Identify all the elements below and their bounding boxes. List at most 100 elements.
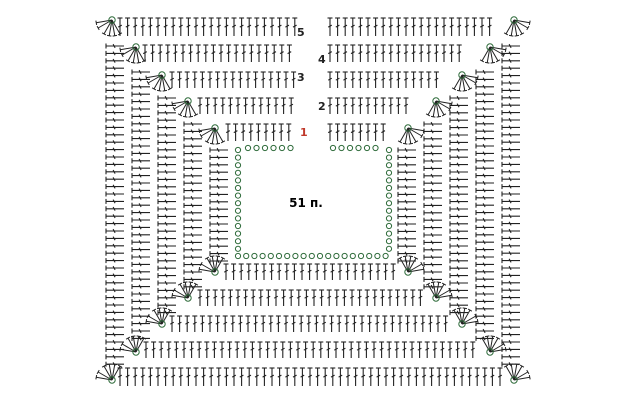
left-stitch-row-3 [157, 258, 176, 264]
corner-fan-stitch [397, 256, 409, 273]
right-stitch-row-4 [475, 121, 494, 127]
right-stitch-row-4 [475, 247, 494, 253]
bottom-stitch-row-2 [402, 289, 408, 306]
left-stitch-row-1 [209, 154, 228, 160]
corner-fan-stitch [161, 74, 168, 92]
corner-fan-stitch [120, 46, 137, 58]
corner-fan-stitch [451, 308, 463, 325]
left-stitch-row-2 [183, 195, 202, 201]
top-stitch-row-3 [335, 71, 341, 88]
foundation-chain [329, 144, 337, 152]
bottom-stitch-row-2 [235, 289, 241, 306]
right-stitch-row-5 [501, 95, 520, 101]
left-stitch-row-2 [183, 158, 202, 164]
bottom-stitch-row-1 [261, 263, 267, 280]
left-stitch-row-3 [157, 110, 176, 116]
foundation-chain [346, 144, 354, 152]
bottom-stitch-row-4 [204, 341, 210, 358]
bottom-stitch-row-2 [220, 289, 226, 306]
bottom-stitch-row-3 [245, 315, 251, 332]
left-stitch-row-3 [157, 280, 176, 286]
top-stitch-row-2 [220, 97, 226, 114]
right-stitch-row-5 [501, 124, 520, 130]
top-stitch-row-4 [365, 44, 371, 62]
right-stitch-row-2 [423, 247, 442, 253]
corner-fan-stitch [172, 100, 189, 112]
left-stitch-row-1 [209, 228, 228, 234]
top-stitch-row-2 [342, 97, 348, 114]
left-stitch-row-5 [105, 235, 124, 241]
top-stitch-row-1 [240, 123, 246, 141]
right-stitch-row-5 [501, 324, 520, 330]
foundation-chain [244, 144, 252, 152]
top-stitch-row-4 [188, 44, 194, 62]
left-stitch-row-3 [157, 206, 176, 212]
left-stitch-row-5 [105, 265, 124, 271]
top-stitch-row-2 [403, 97, 409, 114]
top-stitch-row-4 [157, 44, 163, 62]
right-stitch-row-5 [501, 317, 520, 323]
top-stitch-row-5 [223, 17, 229, 36]
corner-chain-loop [184, 97, 192, 105]
right-stitch-row-5 [501, 117, 520, 123]
corner-chain-loop [108, 376, 116, 384]
top-stitch-row-5 [147, 17, 153, 36]
left-stitch-row-3 [157, 265, 176, 271]
left-stitch-row-5 [105, 147, 124, 153]
right-stitch-row-5 [501, 295, 520, 301]
top-stitch-row-3 [426, 71, 432, 88]
top-stitch-row-3 [260, 71, 266, 88]
bottom-stitch-row-1 [314, 263, 320, 280]
corner-fan-stitch [151, 308, 163, 325]
top-stitch-row-5 [449, 17, 455, 36]
top-stitch-row-3 [350, 71, 356, 88]
foundation-chain [385, 230, 393, 237]
bottom-stitch-row-3 [389, 315, 395, 332]
right-stitch-row-1 [397, 184, 416, 190]
bottom-stitch-row-4 [287, 341, 293, 358]
top-stitch-row-5 [246, 17, 252, 36]
bottom-stitch-row-2 [258, 289, 264, 306]
chain-layer [108, 16, 518, 384]
top-stitch-row-3 [237, 71, 243, 88]
bottom-stitch-row-4 [470, 341, 476, 358]
right-stitch-row-3 [449, 176, 468, 182]
right-stitch-row-2 [423, 195, 442, 201]
right-stitch-row-2 [423, 158, 442, 164]
right-stitch-row-4 [475, 69, 494, 75]
bottom-stitch-row-5 [239, 367, 245, 386]
top-stitch-row-5 [388, 17, 394, 36]
corner-fan-stitch [95, 374, 113, 381]
bottom-stitch-row-5 [330, 367, 336, 386]
top-stitch-row-4 [172, 44, 178, 62]
top-stitch-row-3 [418, 71, 424, 88]
corner-chain-loop [184, 294, 192, 302]
corner-fan-stitch [407, 255, 414, 273]
corner-fan-stitch [106, 19, 113, 37]
left-stitch-row-3 [157, 243, 176, 249]
foundation-chain [234, 184, 242, 192]
top-stitch-row-5 [433, 17, 439, 36]
foundation-chain [385, 169, 393, 176]
left-stitch-row-3 [157, 147, 176, 153]
right-stitch-row-3 [449, 302, 468, 308]
bottom-stitch-row-2 [326, 289, 332, 306]
bottom-stitch-row-3 [427, 315, 433, 332]
bottom-stitch-row-4 [394, 341, 400, 358]
left-stitch-row-4 [131, 180, 150, 186]
bottom-stitch-row-3 [306, 315, 312, 332]
right-stitch-row-4 [475, 239, 494, 245]
bottom-stitch-row-3 [192, 315, 198, 332]
top-stitch-row-5 [464, 17, 470, 36]
corner-fan-stitch [177, 100, 189, 117]
corner-fan-stitch [513, 374, 531, 381]
top-stitch-row-1 [248, 123, 254, 141]
top-stitch-row-5 [125, 17, 131, 36]
right-stitch-row-1 [397, 147, 416, 153]
right-stitch-row-4 [475, 150, 494, 156]
bottom-stitch-row-4 [158, 341, 164, 358]
foundation-chain [341, 252, 348, 260]
top-stitch-row-5 [208, 17, 214, 36]
bottom-stitch-row-4 [219, 341, 225, 358]
top-stitch-row-4 [357, 44, 363, 62]
